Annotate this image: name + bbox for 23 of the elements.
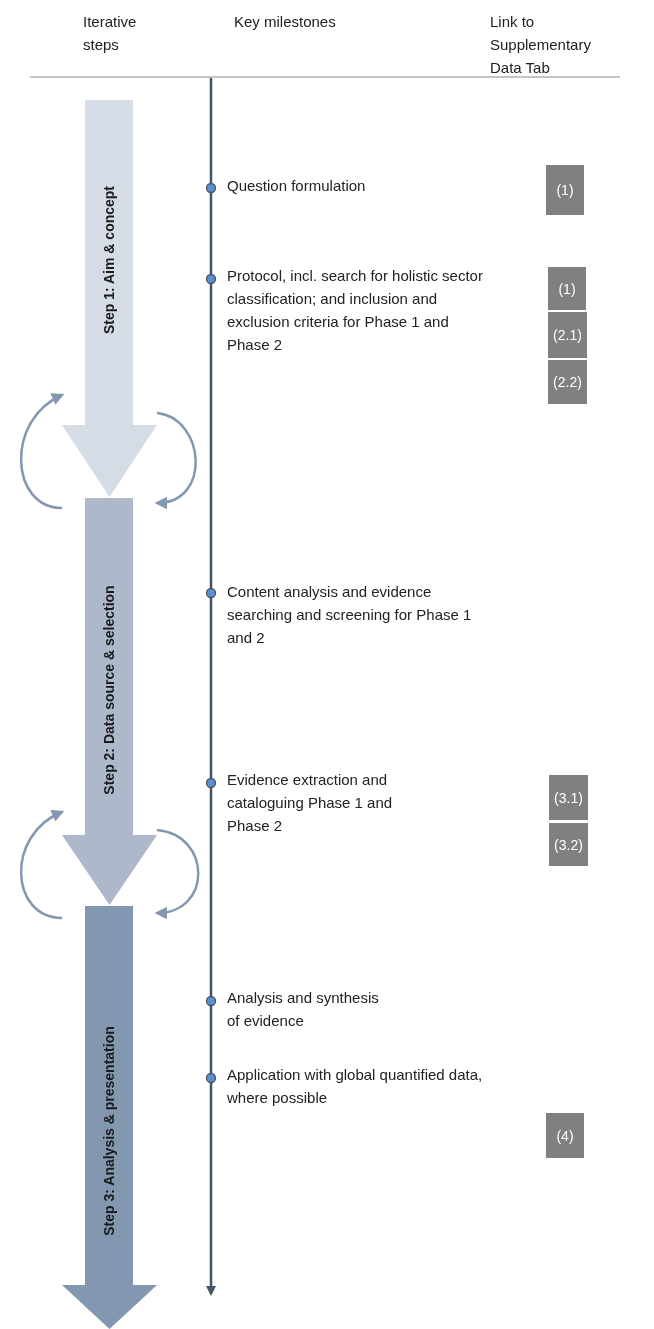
- tab-reference-tag: (3.2): [549, 823, 588, 866]
- milestone-text: Evidence extraction and cataloguing Phase 1 and Phase 2: [227, 770, 394, 836]
- feedback-arrow: [154, 411, 197, 508]
- tab-reference-tag: (4): [546, 1113, 584, 1158]
- milestone-text: Protocol, incl. search for holistic sector classification; and inclusion and exclusion criteria for Phase 1 and Phase 2: [227, 266, 484, 355]
- milestone-text: Analysis and synthesis of evidence: [227, 988, 380, 1031]
- tab-reference-tag: (2.1): [548, 312, 587, 358]
- milestone-text: Content analysis and evidence searching and screening for Phase 1 and 2: [227, 582, 473, 648]
- step-label: Step 3: Analysis & presentation: [101, 1026, 117, 1236]
- feedback-arrow: [20, 393, 65, 510]
- column-header: Key milestones: [234, 12, 337, 32]
- feedback-arrow: [154, 828, 200, 918]
- tab-reference-tag: (1): [546, 165, 584, 215]
- tab-reference-tag: (2.2): [548, 360, 587, 404]
- tab-reference-tag: (1): [548, 267, 586, 310]
- milestone-text: Application with global quantified data, where possible: [227, 1065, 484, 1108]
- step-label: Step 2: Data source & selection: [101, 585, 117, 795]
- milestone-text: Question formulation: [227, 176, 367, 196]
- column-header: Iterative steps: [83, 12, 138, 55]
- feedback-arrow: [19, 810, 65, 920]
- step-label: Step 1: Aim & concept: [101, 185, 117, 335]
- tab-reference-tag: (3.1): [549, 775, 588, 820]
- column-header: Link to Supplementary Data Tab: [490, 12, 592, 78]
